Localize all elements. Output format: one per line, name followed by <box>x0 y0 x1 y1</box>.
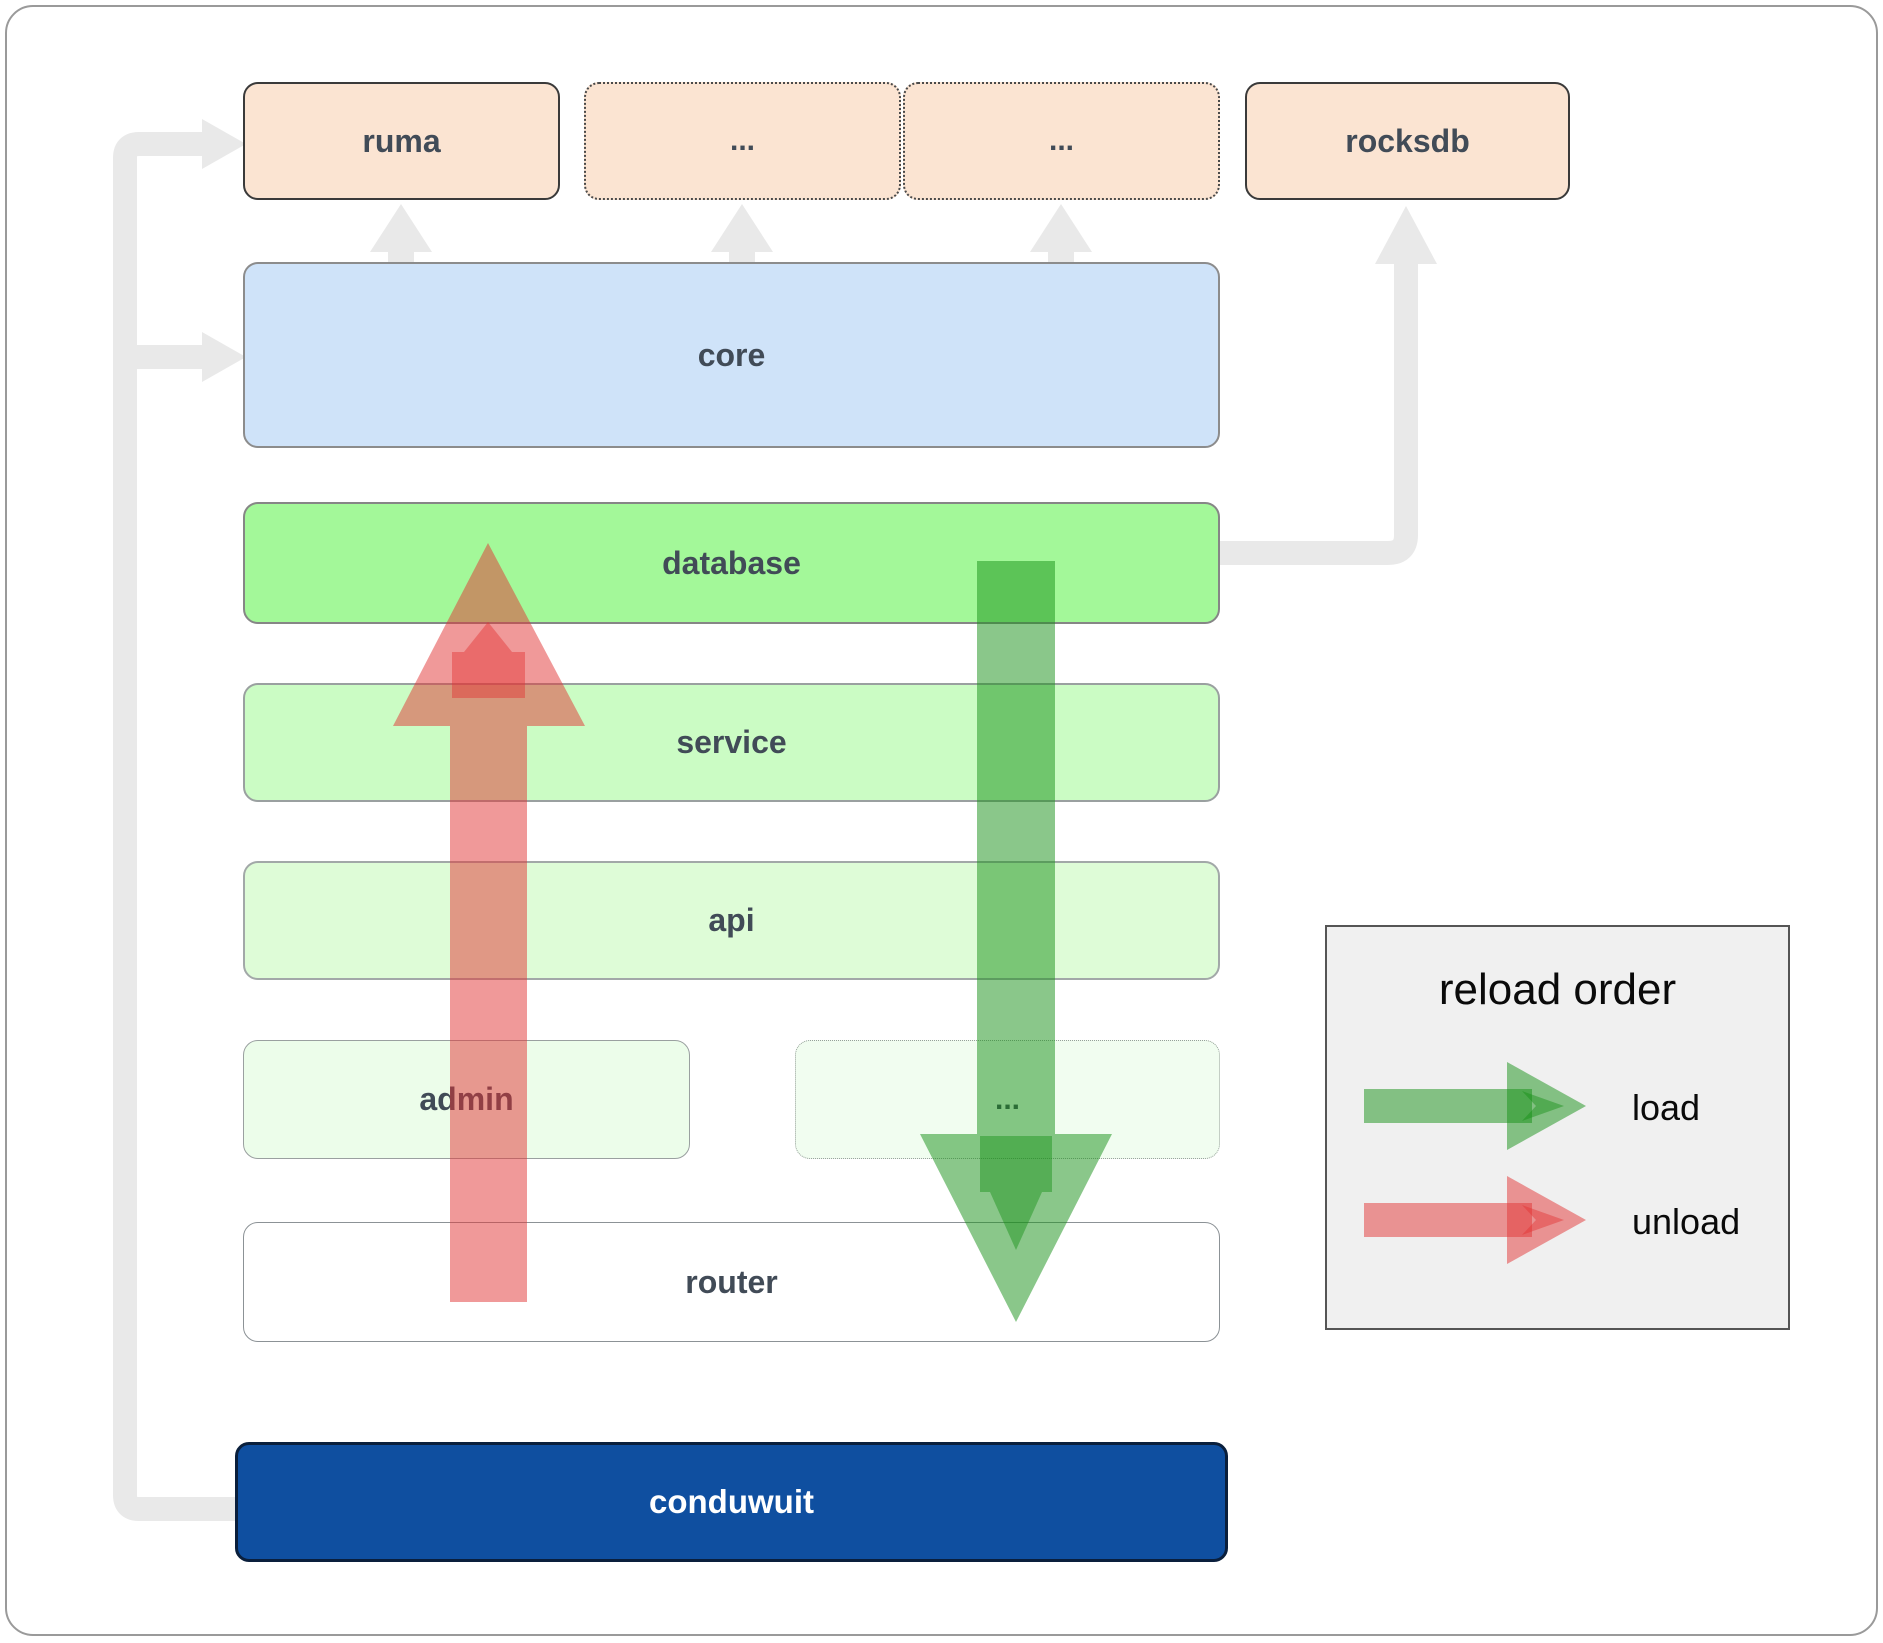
module-box-ruma: ruma <box>243 82 560 200</box>
layer-box-service: service <box>243 683 1220 802</box>
diagram-outer-border <box>5 5 1878 1636</box>
legend-title: reload order <box>1438 965 1677 1014</box>
module-label: ruma <box>362 122 441 159</box>
module-label: ... <box>1048 124 1074 157</box>
app-label: conduwuit <box>649 1483 814 1520</box>
legend-unload-label: unload <box>1632 1201 1741 1242</box>
arrowhead-into-ruma-icon <box>202 119 246 169</box>
layer-box-admin: admin <box>243 1040 690 1159</box>
core-to-dots1-arrow <box>711 204 773 264</box>
layer-box-router: router <box>243 1222 1220 1342</box>
layer-label: ... <box>994 1082 1020 1116</box>
app-box-conduwuit: conduwuit <box>235 1442 1228 1562</box>
module-label: rocksdb <box>1345 122 1470 159</box>
layer-box-api: api <box>243 861 1220 980</box>
conduwuit-to-ruma-connector <box>113 132 237 1521</box>
legend-load-label: load <box>1632 1087 1701 1128</box>
layer-box-core: core <box>243 262 1220 448</box>
layer-label: database <box>662 544 801 581</box>
core-to-ruma-arrow <box>370 204 432 264</box>
up-arrowhead-icon <box>711 204 773 252</box>
layer-label: admin <box>419 1081 514 1117</box>
arrowhead-into-core-icon <box>202 332 246 382</box>
layer-label: api <box>708 902 755 938</box>
layer-box-admin-dots: ... <box>795 1040 1220 1159</box>
arrowhead-into-rocksdb-icon <box>1375 206 1437 264</box>
core-to-dots2-arrow <box>1030 204 1092 264</box>
database-to-rocksdb-connector <box>1220 262 1418 565</box>
module-box-dots-2: ... <box>903 82 1220 200</box>
layer-box-database: database <box>243 502 1220 624</box>
layer-label: core <box>697 336 766 373</box>
module-box-rocksdb: rocksdb <box>1245 82 1570 200</box>
up-arrowhead-icon <box>1030 204 1092 252</box>
layer-label: router <box>685 1263 778 1300</box>
module-box-dots-1: ... <box>584 82 901 200</box>
up-arrowhead-icon <box>370 204 432 252</box>
layer-label: service <box>676 724 787 760</box>
legend-reload-order: reload order load unload <box>1325 925 1790 1330</box>
module-label: ... <box>729 124 755 157</box>
